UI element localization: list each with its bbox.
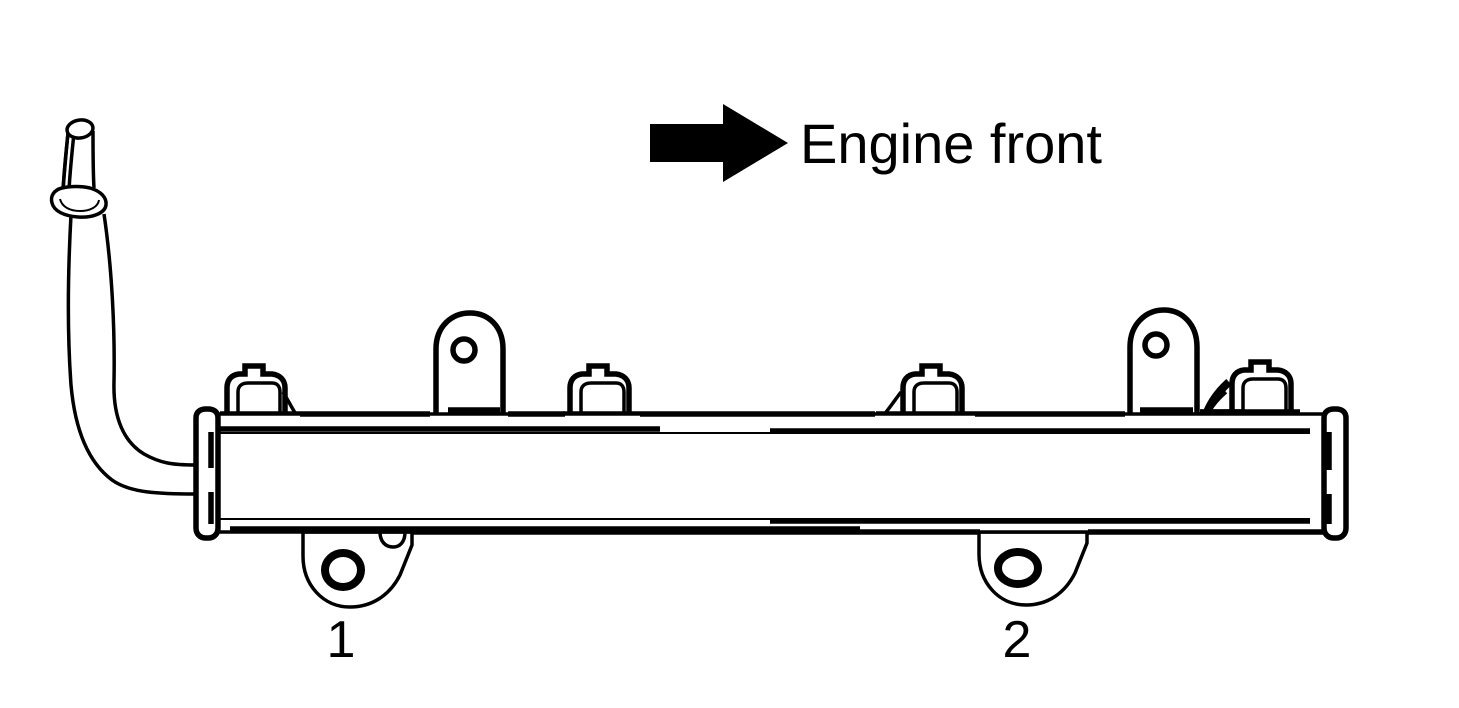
upper-bracket-tab-left <box>433 310 506 423</box>
connector-1-inner <box>236 381 282 418</box>
lower-mounting-boss-right <box>977 530 1089 607</box>
hose-tube-opening <box>65 118 95 140</box>
boss-right-hole <box>994 548 1042 588</box>
bracket-tab-left-hole <box>450 336 478 364</box>
engine-front-label: Engine front <box>800 112 1102 175</box>
upper-bracket-tab-right <box>1127 307 1200 423</box>
hose-outer-edge <box>66 214 197 496</box>
callout-1-label: 1 <box>327 611 356 669</box>
bracket-tab-right-hole <box>1142 331 1170 359</box>
callout-2-label: 2 <box>1003 611 1032 669</box>
boss-left-hole <box>321 549 365 591</box>
connector-2-inner <box>579 381 626 418</box>
hose-collar-inner-line <box>59 198 100 213</box>
connector-4-inner <box>1241 377 1288 414</box>
lower-mounting-boss-left <box>301 530 414 609</box>
hose-inner-edge <box>102 213 197 467</box>
boss-left-notch <box>378 530 407 549</box>
arrow-right-icon <box>650 104 788 182</box>
bracket-tab-right-plate <box>1127 307 1200 423</box>
rail-end-cap-left <box>193 406 221 541</box>
fuel-rail-body <box>193 406 1349 541</box>
engine-front-indicator: Engine front <box>650 104 1102 182</box>
connector-4-wire-a <box>1203 379 1232 414</box>
connector-3-inner <box>912 381 959 418</box>
bracket-tab-left-plate <box>433 310 506 423</box>
hose-tube-outline-right <box>91 130 96 189</box>
